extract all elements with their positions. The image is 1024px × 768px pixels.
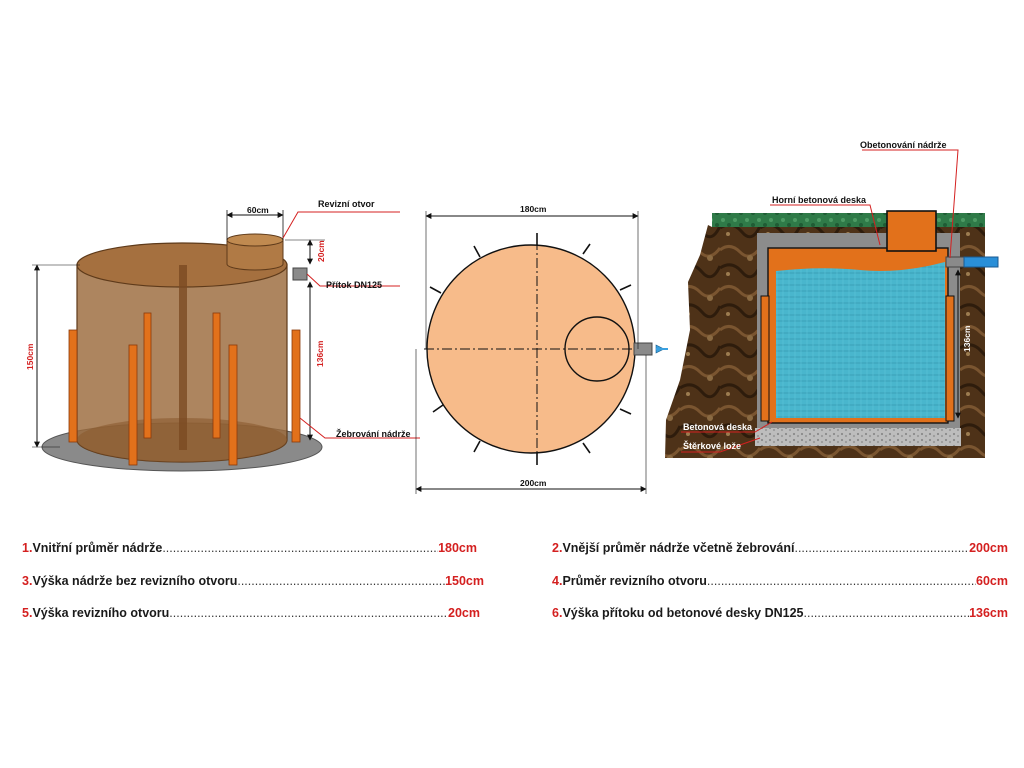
spec-num: 4. — [552, 574, 563, 588]
spec-row-4: 4. Průměr revizního otvoru 60cm — [552, 574, 1008, 594]
spec-row-5: 5. Výška revizního otvoru 20cm — [22, 606, 480, 626]
ribs — [68, 312, 301, 466]
rib — [143, 312, 152, 439]
inlet-label: Přítok DN125 — [326, 280, 382, 290]
spec-row-3: 3. Výška nádrže bez revizního otvoru 150… — [22, 574, 484, 594]
center-pipe — [179, 265, 187, 450]
gravel-label: Štěrkové lože — [683, 440, 741, 451]
spec-dots — [804, 606, 970, 620]
spec-num: 1. — [22, 541, 33, 555]
inlet-pipe — [292, 267, 308, 281]
rib — [212, 312, 221, 439]
rib — [291, 329, 301, 443]
inspection-width-label: 60cm — [247, 205, 269, 215]
top-slab-label: Horní betonová deska — [772, 195, 867, 205]
concrete-slab-label: Betonová deska — [683, 422, 753, 432]
spec-num: 2. — [552, 541, 563, 555]
section-water — [776, 262, 945, 418]
spec-num: 3. — [22, 574, 33, 588]
top-view-inspection — [564, 316, 630, 382]
height-right-label: 136cm — [315, 340, 325, 367]
spec-dots — [794, 541, 969, 555]
section-rib-left — [760, 295, 770, 422]
section-inlet-pipe-blue — [963, 256, 999, 268]
outer-diameter-label: 200cm — [520, 478, 547, 488]
spec-dots — [707, 574, 976, 588]
spec-value: 200cm — [969, 541, 1008, 555]
inspection-opening — [226, 239, 284, 271]
top-view-ribs — [429, 233, 632, 465]
spec-row-6: 6. Výška přítoku od betonové desky DN125… — [552, 606, 1008, 626]
inspection-top — [226, 233, 284, 247]
spec-label: Vnější průměr nádrže včetně žebrování — [562, 541, 795, 555]
grass — [712, 213, 985, 227]
access-shaft — [886, 210, 937, 252]
spec-value: 180cm — [438, 541, 477, 555]
spec-value: 136cm — [969, 606, 1008, 620]
spec-num: 5. — [22, 606, 33, 620]
inspection-height-label: 20cm — [316, 240, 326, 262]
spec-dots — [237, 574, 445, 588]
top-view-circle — [426, 244, 636, 454]
section-rib-right — [945, 295, 955, 422]
section-height-label: 136cm — [962, 325, 972, 352]
spec-value: 150cm — [445, 574, 484, 588]
gravel-bed — [755, 428, 961, 446]
inspection-label: Revizní otvor — [318, 199, 375, 209]
ribs-label: Žebrování nádrže — [336, 428, 411, 439]
top-view-inlet — [633, 342, 653, 356]
spec-label: Výška nádrže bez revizního otvoru — [32, 574, 238, 588]
spec-num: 6. — [552, 606, 563, 620]
section-inlet-pipe — [945, 256, 965, 268]
spec-label: Průměr revizního otvoru — [562, 574, 707, 588]
top-view: 180cm 200cm — [415, 204, 668, 494]
inner-diameter-label: 180cm — [520, 204, 547, 214]
rib — [228, 344, 238, 466]
spec-value: 20cm — [448, 606, 480, 620]
spec-dots — [162, 541, 438, 555]
spec-value: 60cm — [976, 574, 1008, 588]
spec-dots — [169, 606, 448, 620]
spec-row-2: 2. Vnější průměr nádrže včetně žebrování… — [552, 541, 1008, 561]
spec-label: Vnitřní průměr nádrže — [32, 541, 163, 555]
rib — [128, 344, 138, 466]
spec-row-1: 1. Vnitřní průměr nádrže 180cm — [22, 541, 477, 561]
tank-3d-view: 60cm Revizní otvor 20cm Přítok DN125 150… — [25, 199, 420, 472]
spec-label: Výška revizního otvoru — [32, 606, 170, 620]
height-left-label: 150cm — [25, 343, 35, 370]
concrete-encasing-label: Obetonování nádrže — [860, 140, 947, 150]
rib — [68, 329, 78, 443]
spec-label: Výška přítoku od betonové desky DN125 — [562, 606, 804, 620]
section-view: Obetonování nádrže Horní betonová deska … — [665, 140, 999, 458]
